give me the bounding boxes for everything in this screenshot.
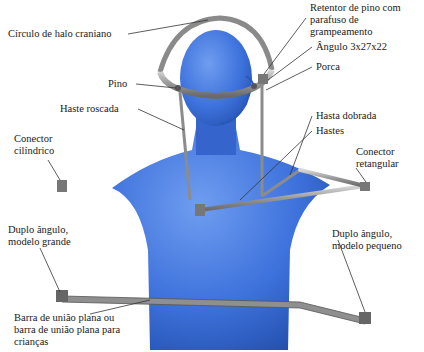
part-label: Hasta dobrada [316, 110, 420, 122]
part-label: Retentor de pino com parafuso de grampea… [310, 2, 420, 38]
part-label: Porca [316, 61, 396, 73]
part-label: Pino [108, 78, 138, 90]
halo-ring-front [160, 70, 272, 96]
part-label: Hastes [316, 125, 376, 137]
double-angle-small [359, 312, 371, 324]
rectangular-connector [360, 182, 370, 191]
rod-connector [195, 204, 205, 216]
pin-retainer [258, 74, 268, 84]
part-label: Ângulo 3x27x22 [316, 41, 420, 53]
mannequin-torso [112, 128, 330, 350]
threaded-rods [180, 84, 300, 200]
part-label: Conector cilíndrico [14, 133, 84, 157]
double-angle-large [56, 290, 68, 302]
mannequin-face [220, 76, 253, 124]
part-label: Conector retangular [356, 146, 422, 170]
part-label: Duplo ângulo, modelo grande [8, 224, 98, 248]
part-label: Círculo de halo craniano [8, 28, 133, 40]
pin [251, 83, 257, 89]
cylindrical-connector [57, 180, 67, 192]
part-label: Duplo ângulo, modelo pequeno [332, 228, 420, 252]
part-label: Barra de união plana ou barra de união p… [14, 312, 124, 348]
part-label: Haste roscada [60, 103, 142, 115]
